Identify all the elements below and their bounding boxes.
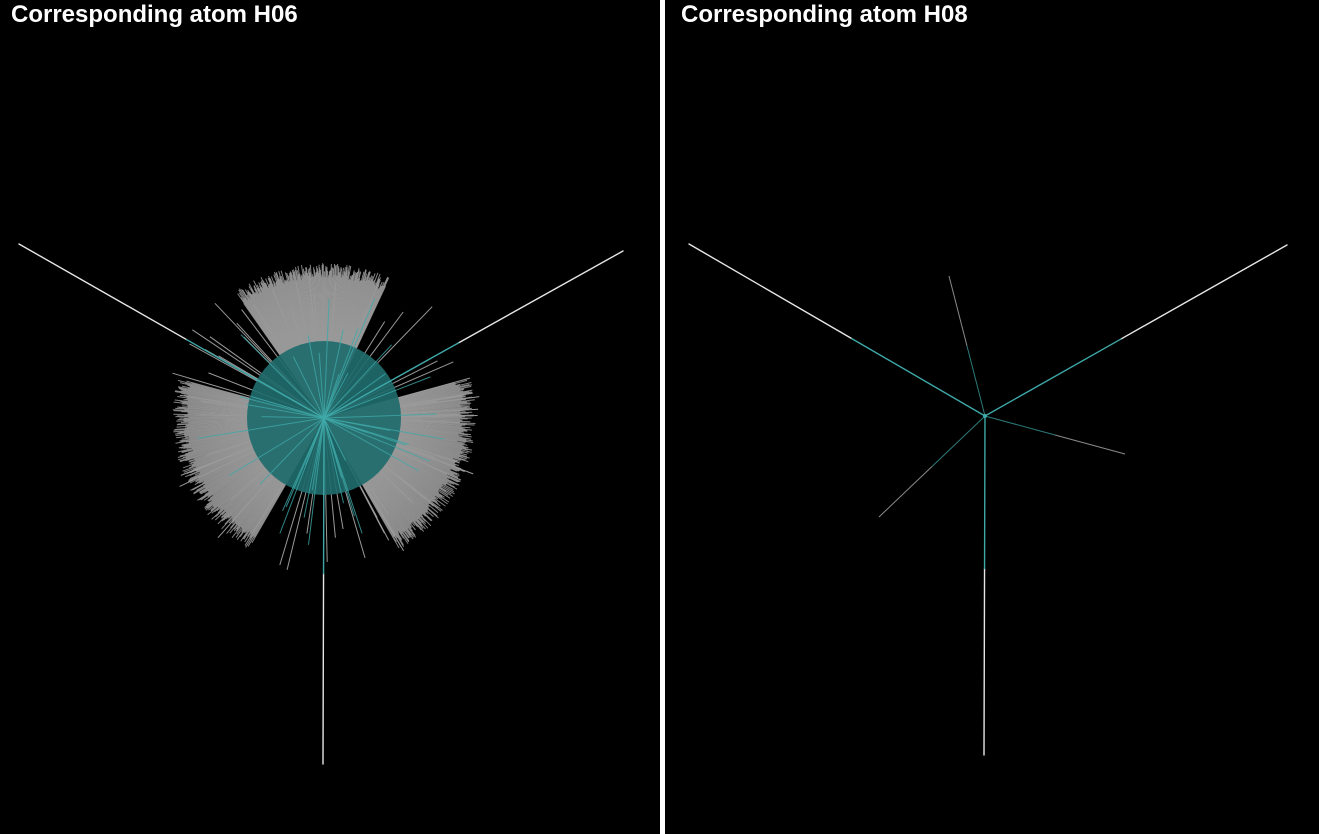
teal-ray — [240, 334, 325, 419]
panel-title-h06: Corresponding atom H06 — [11, 1, 298, 28]
teal-ray — [323, 298, 376, 419]
teal-ray — [323, 299, 330, 419]
teal-rays-group — [197, 298, 445, 545]
center-atom — [322, 416, 326, 420]
teal-ray — [323, 373, 386, 419]
teal-ray — [279, 417, 325, 534]
panel-h08[interactable]: Corresponding atom H08 — [665, 0, 1319, 834]
bond-upper-right — [984, 244, 1288, 417]
teal-ray — [323, 328, 359, 419]
teal-ray — [307, 335, 325, 419]
teal-ray — [323, 372, 349, 419]
bond-down-outer — [983, 567, 986, 756]
teal-ray — [323, 417, 347, 461]
teal-ray — [246, 404, 325, 419]
structure-view-h08[interactable] — [665, 0, 1319, 834]
bond-upper-left — [18, 243, 325, 419]
bond-thin-right-outer — [1054, 434, 1126, 455]
bond-upper-right-inner — [984, 338, 1122, 417]
bond-upper-left-inner — [186, 339, 325, 419]
bond-thin-right — [984, 415, 1126, 455]
teal-ray — [311, 417, 325, 491]
bond-down — [322, 417, 325, 765]
teal-ray — [285, 417, 325, 508]
panel-h06[interactable]: Corresponding atom H06 — [0, 0, 660, 834]
center-atom — [983, 414, 987, 418]
teal-ray — [308, 417, 325, 545]
bond-upper-left — [688, 243, 986, 417]
teal-ray — [323, 417, 420, 472]
bond-upper-right-outer — [457, 250, 624, 344]
teal-ray — [323, 329, 344, 419]
bond-upper-left-outer — [18, 243, 188, 341]
teal-ray — [323, 413, 437, 419]
teal-ray — [292, 356, 325, 419]
bond-upper-right-outer — [1120, 244, 1288, 340]
bond-upper-right-inner — [323, 342, 460, 419]
bond-thin-up-outer — [948, 275, 968, 347]
teal-ray — [323, 417, 407, 446]
teal-ray — [318, 352, 325, 419]
bond-upper-left-outer — [688, 243, 853, 340]
teal-ray — [323, 373, 340, 419]
teal-ray — [323, 417, 431, 462]
teal-ray — [303, 417, 325, 518]
teal-ray — [323, 417, 344, 504]
bond-thin-lower-left-inner — [931, 415, 986, 467]
bond-thin-right-inner — [984, 415, 1056, 436]
teal-ray — [323, 417, 363, 534]
bond-thin-lower-left — [878, 415, 986, 518]
teal-ray — [259, 417, 325, 485]
panel-title-h08: Corresponding atom H08 — [681, 1, 968, 28]
teal-ray — [261, 416, 325, 419]
bond-thin-up — [948, 275, 986, 417]
teal-ray — [323, 417, 390, 431]
bond-upper-right — [323, 250, 624, 419]
bond-thin-up-inner — [966, 345, 986, 417]
bond-down — [983, 415, 986, 756]
bond-upper-left-inner — [851, 337, 986, 417]
teal-ray — [239, 396, 325, 419]
teal-ray — [323, 344, 392, 419]
teal-ray — [197, 417, 325, 439]
bond-down-outer — [322, 573, 325, 765]
structure-view-h06[interactable] — [0, 0, 660, 834]
teal-ray — [323, 376, 431, 419]
bond-thin-lower-left-outer — [878, 466, 933, 518]
teal-ray — [228, 417, 325, 477]
